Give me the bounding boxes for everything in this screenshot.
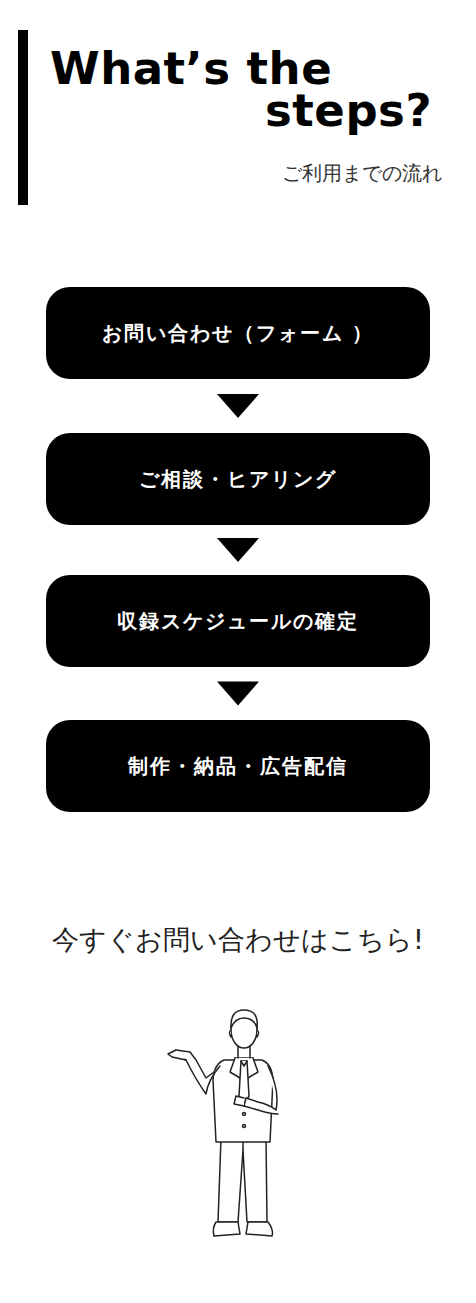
connector-line — [238, 525, 239, 575]
process-box: ご相談・ヒアリング — [46, 433, 430, 525]
flow-connector — [217, 379, 259, 433]
page-title: What’s the steps? — [50, 48, 432, 132]
step-label: お問い合わせ（フォーム ） — [102, 320, 375, 347]
call-to-action: 今すぐお問い合わせはこちら! — [10, 922, 466, 958]
arrow-head — [217, 682, 259, 706]
process-box: お問い合わせ（フォーム ） — [46, 287, 430, 379]
arrow-head — [217, 538, 259, 562]
flow-connector — [217, 525, 259, 575]
step-label: 制作・納品・広告配信 — [128, 753, 348, 780]
flow-connector — [217, 667, 259, 720]
step-label: 収録スケジュールの確定 — [117, 608, 359, 635]
step-label: ご相談・ヒアリング — [139, 466, 337, 493]
subtitle: ご利用までの流れ — [200, 160, 442, 187]
title-bar — [18, 30, 28, 205]
connector-line — [238, 379, 239, 433]
arrow-head — [217, 394, 259, 418]
connector-line — [238, 667, 239, 720]
process-box: 収録スケジュールの確定 — [46, 575, 430, 667]
businessman-illustration — [168, 1010, 278, 1236]
process-box: 制作・納品・広告配信 — [46, 720, 430, 812]
